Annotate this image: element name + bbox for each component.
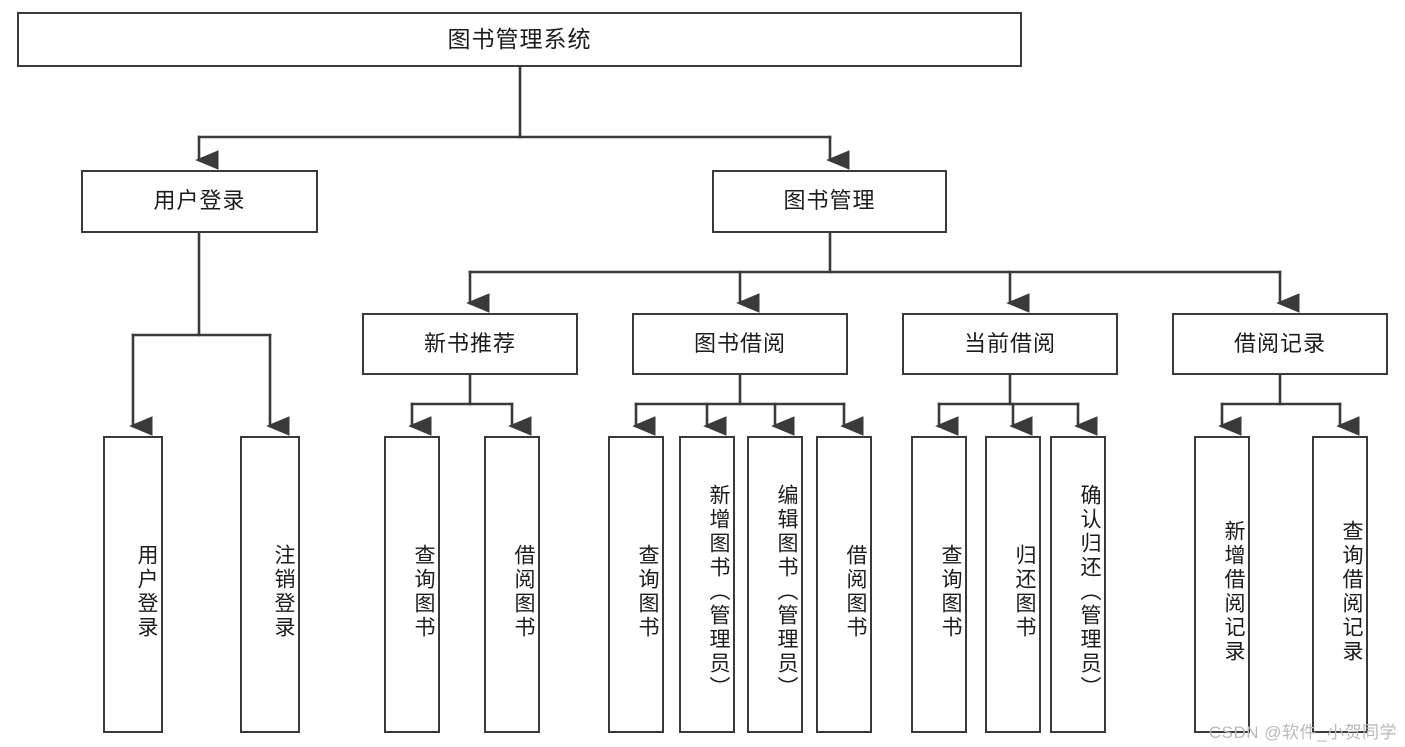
leaf-add-book-admin-label: 新增图书（管理员）	[707, 483, 730, 700]
leaf-query-borrow-record[interactable]: 查询借阅记录	[1312, 436, 1368, 733]
node-book-management-label: 图书管理	[783, 188, 876, 214]
leaf-lend-book[interactable]: 借阅图书	[816, 436, 872, 733]
leaf-confirm-return-admin-label: 确认归还（管理员）	[1078, 483, 1101, 700]
leaf-query-borrow-record-label: 查询借阅记录	[1340, 519, 1363, 664]
node-new-book-recommend[interactable]: 新书推荐	[362, 313, 578, 375]
node-borrow-records-label: 借阅记录	[1233, 330, 1326, 356]
leaf-lend-book-label: 借阅图书	[844, 543, 867, 640]
leaf-confirm-return-admin[interactable]: 确认归还（管理员）	[1050, 436, 1106, 733]
leaf-user-logout[interactable]: 注销登录	[240, 436, 300, 733]
leaf-query-book-current-label: 查询图书	[939, 543, 962, 640]
leaf-query-book-newbook-label: 查询图书	[412, 543, 435, 640]
leaf-user-login-label: 用户登录	[135, 543, 158, 640]
node-user-login-label: 用户登录	[153, 188, 246, 214]
node-book-borrow[interactable]: 图书借阅	[632, 313, 848, 375]
leaf-add-borrow-record[interactable]: 新增借阅记录	[1194, 436, 1250, 733]
node-book-borrow-label: 图书借阅	[693, 330, 786, 356]
leaf-add-borrow-record-label: 新增借阅记录	[1222, 519, 1245, 664]
leaf-query-book-borrow-label: 查询图书	[636, 543, 659, 640]
leaf-query-book-current[interactable]: 查询图书	[911, 436, 967, 733]
leaf-user-logout-label: 注销登录	[272, 543, 295, 640]
leaf-user-login[interactable]: 用户登录	[103, 436, 163, 733]
leaf-borrow-book-newbook[interactable]: 借阅图书	[484, 436, 540, 733]
leaf-edit-book-admin-label: 编辑图书（管理员）	[775, 483, 798, 700]
node-current-borrow-label: 当前借阅	[963, 330, 1056, 356]
watermark: CSDN @软件_小贺同学	[1208, 723, 1397, 742]
node-borrow-records[interactable]: 借阅记录	[1172, 313, 1388, 375]
node-root-label: 图书管理系统	[447, 25, 592, 52]
leaf-query-book-newbook[interactable]: 查询图书	[384, 436, 440, 733]
leaf-borrow-book-newbook-label: 借阅图书	[512, 543, 535, 640]
leaf-return-book-label: 归还图书	[1013, 543, 1036, 640]
node-new-book-recommend-label: 新书推荐	[423, 330, 516, 356]
leaf-return-book[interactable]: 归还图书	[985, 436, 1041, 733]
node-book-management[interactable]: 图书管理	[712, 170, 947, 233]
leaf-query-book-borrow[interactable]: 查询图书	[608, 436, 664, 733]
node-current-borrow[interactable]: 当前借阅	[902, 313, 1118, 375]
leaf-edit-book-admin[interactable]: 编辑图书（管理员）	[747, 436, 803, 733]
node-root[interactable]: 图书管理系统	[17, 12, 1022, 67]
leaf-add-book-admin[interactable]: 新增图书（管理员）	[679, 436, 735, 733]
node-user-login[interactable]: 用户登录	[81, 170, 318, 233]
